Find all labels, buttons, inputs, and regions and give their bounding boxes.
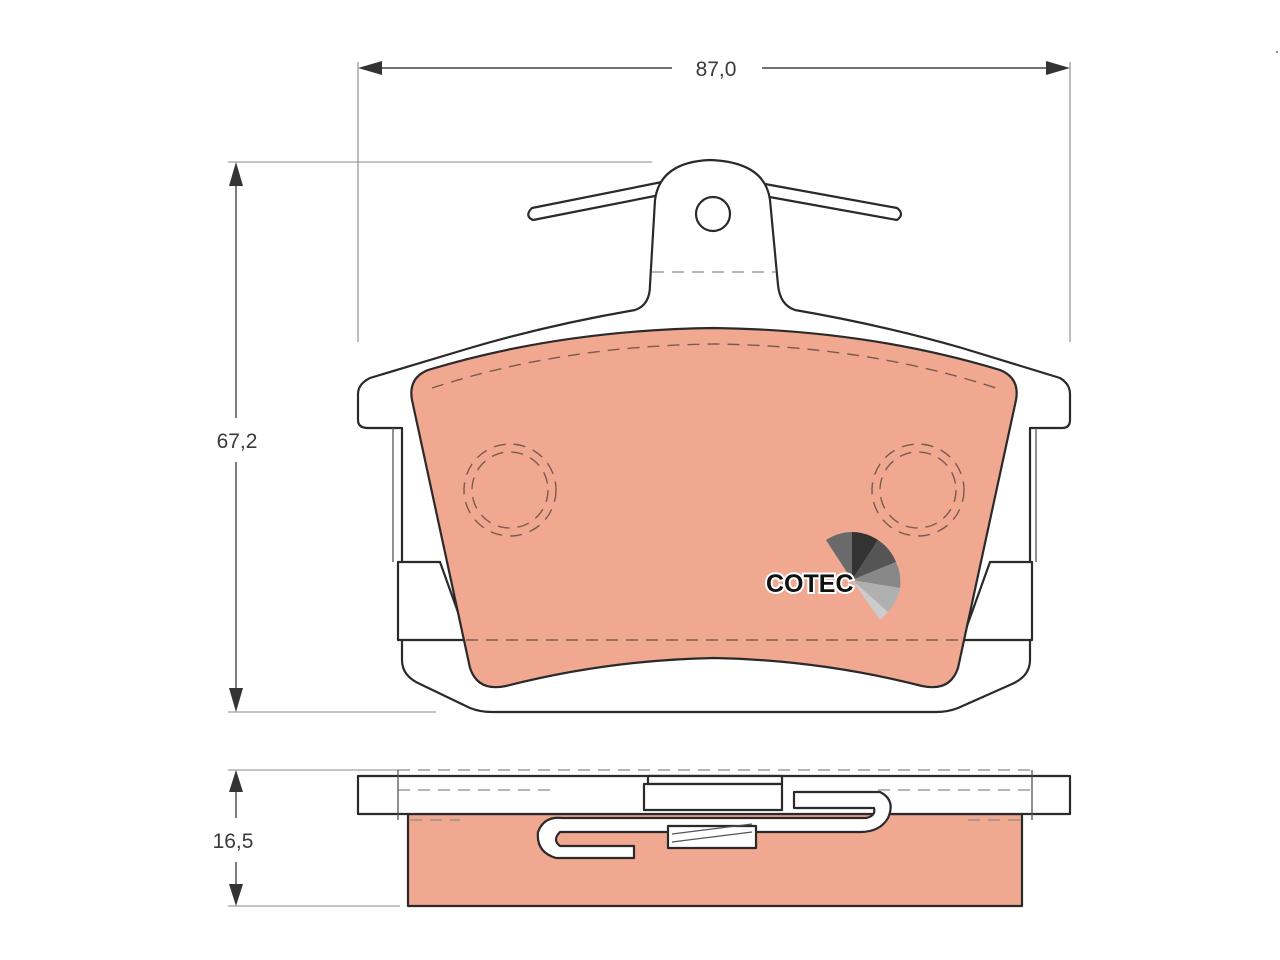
tab-hole [694, 195, 732, 233]
friction-pad [410, 326, 1018, 689]
thickness-dimension: 16,5 [213, 769, 400, 907]
height-label: 67,2 [217, 430, 258, 453]
cotec-logo-text: COTEC [766, 570, 854, 598]
right-retainer-clip [960, 560, 1034, 642]
left-piston-mark [463, 443, 557, 537]
width-dimension: 87,0 [357, 58, 1071, 342]
width-label: 87,0 [696, 58, 737, 81]
side-view [356, 769, 1072, 908]
height-dimension: 67,2 [217, 161, 652, 713]
friction-pad-side [406, 812, 1024, 908]
thickness-label: 16,5 [213, 830, 254, 853]
wear-indicator-wire [527, 180, 667, 222]
right-piston-mark [871, 443, 965, 537]
friction-material-front-view [410, 326, 1018, 689]
cotec-logo: COTEC [764, 532, 901, 620]
